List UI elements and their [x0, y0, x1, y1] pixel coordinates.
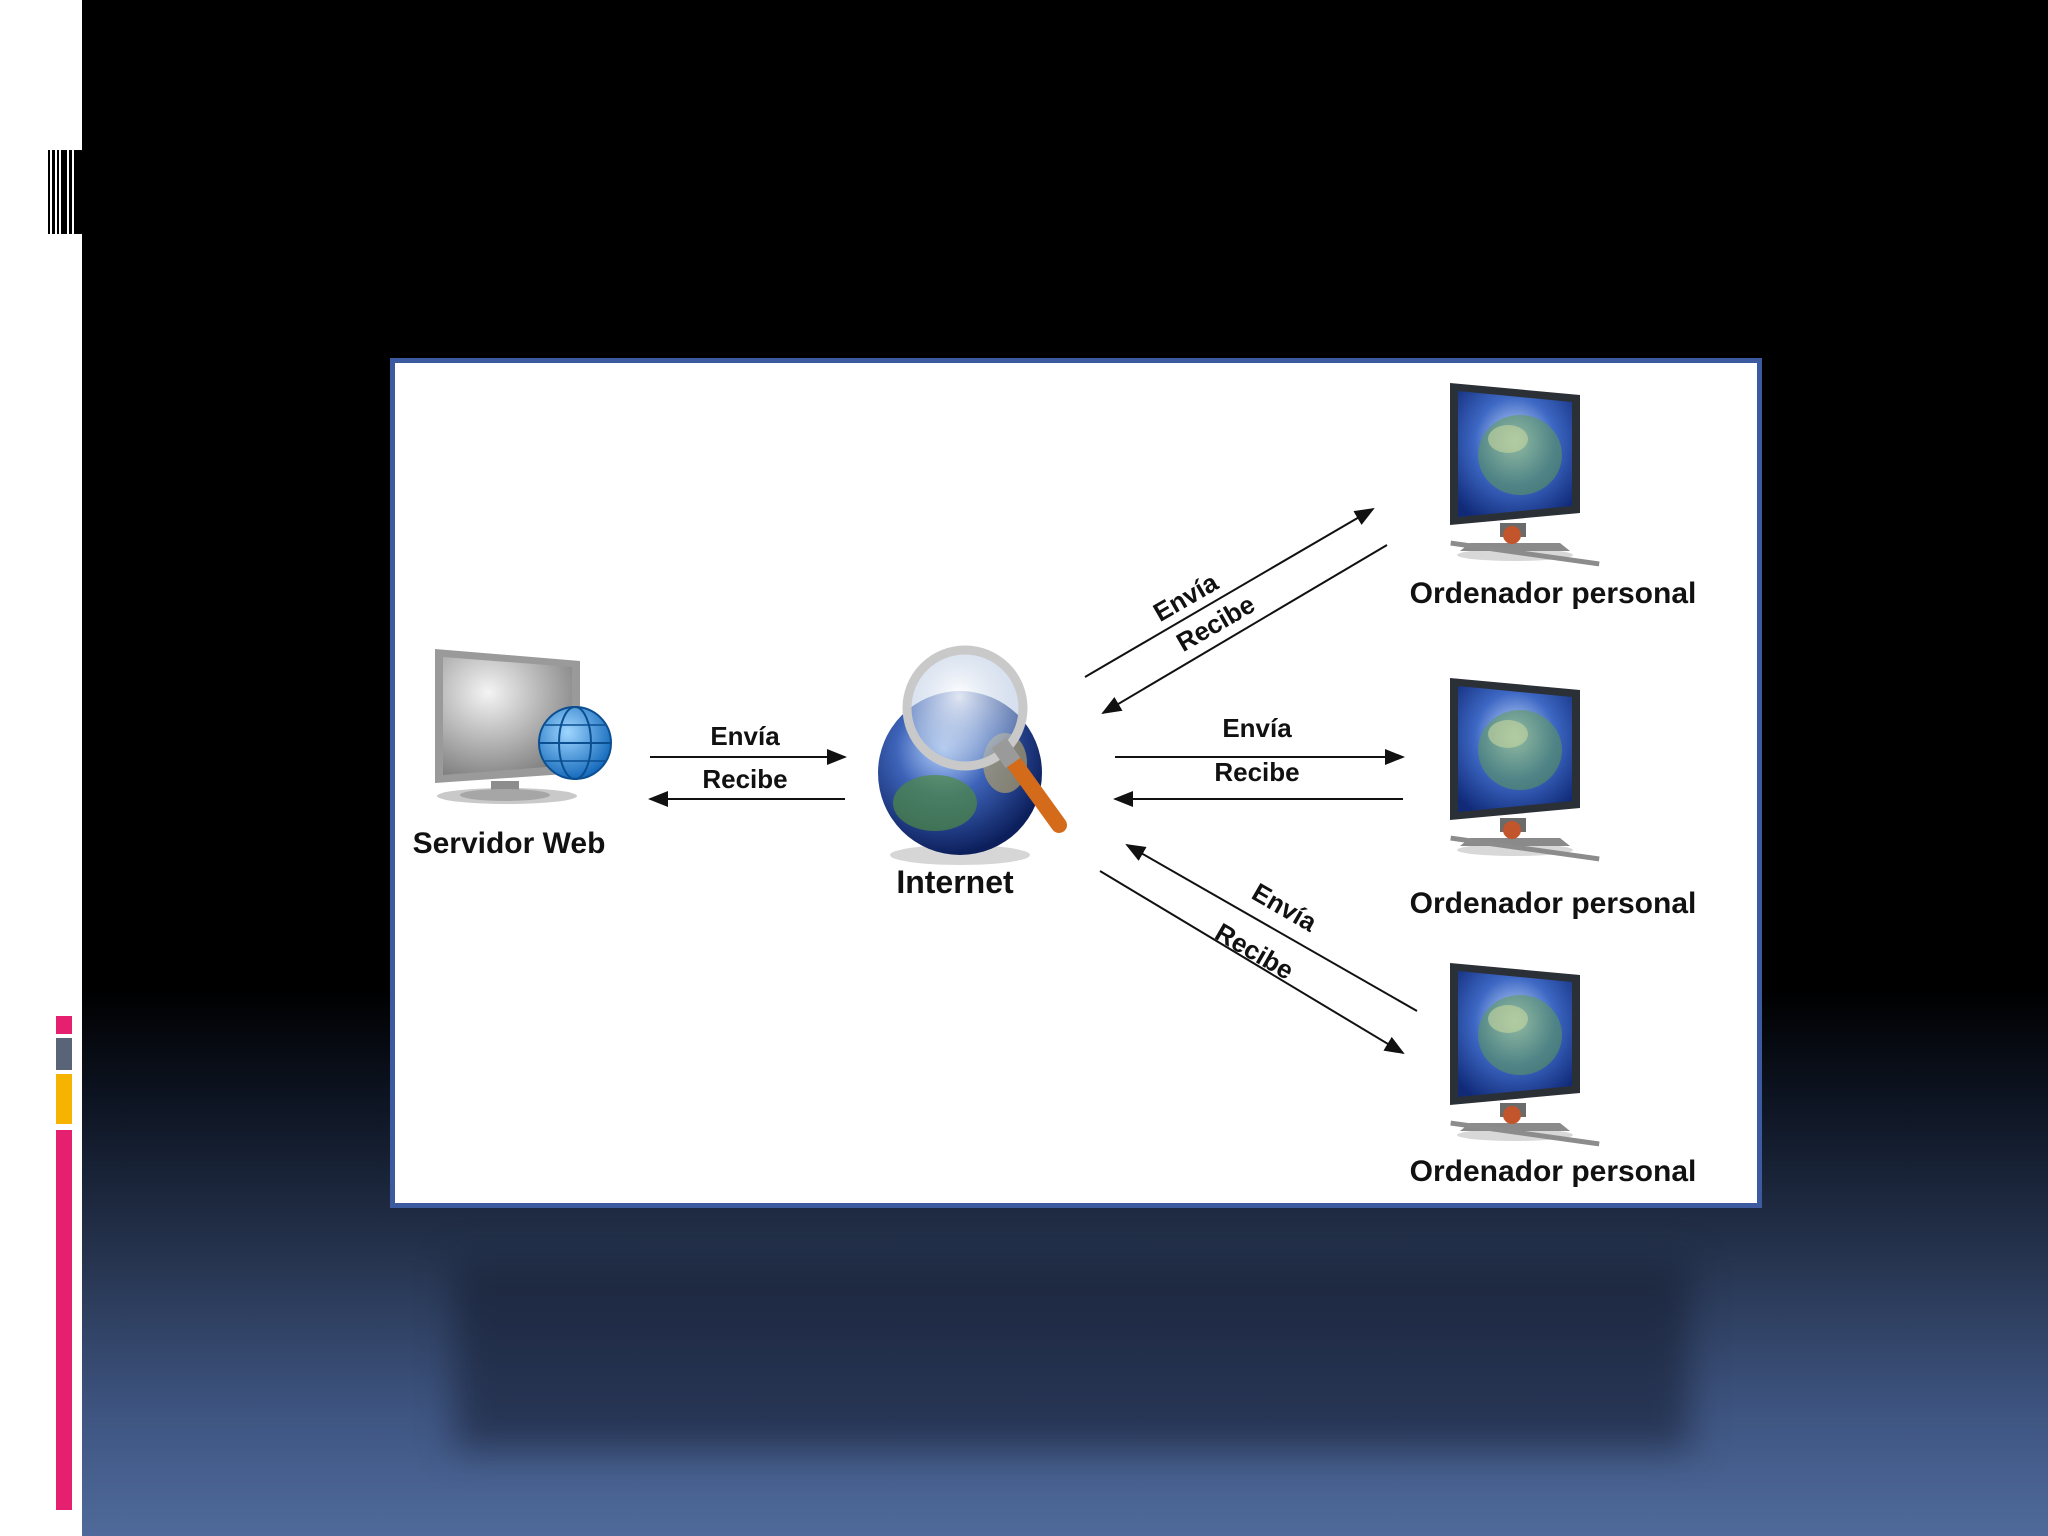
client2-arrows: [1113, 749, 1405, 807]
accent-gray: [56, 1038, 72, 1070]
client2-label: Ordenador personal: [1410, 887, 1697, 920]
server-icon: [435, 649, 612, 804]
barcode-decoration: [48, 150, 82, 234]
accent-yellow: [56, 1074, 72, 1124]
client3-arrows: [1099, 844, 1418, 1055]
accent-pink-long: [56, 1130, 72, 1510]
receive-label-client2: Recibe: [1214, 757, 1299, 787]
client1-arrows: [1084, 507, 1388, 715]
internet-globe-icon: [878, 645, 1067, 865]
client1-computer-icon: [1450, 383, 1600, 567]
left-sidebar-bar: [0, 0, 82, 1536]
send-label-client2: Envía: [1222, 713, 1292, 743]
client2-computer-icon: [1450, 678, 1600, 862]
diagram-image: Servidor Web Internet Envía Recibe Envía…: [390, 358, 1762, 1208]
network-diagram: Servidor Web Internet Envía Recibe Envía…: [413, 383, 1697, 1188]
send-label-server: Envía: [710, 721, 780, 751]
accent-pink-small: [56, 1016, 72, 1034]
diagram-reflection: [455, 1260, 1690, 1450]
receive-label-server: Recibe: [702, 764, 787, 794]
server-label: Servidor Web: [413, 827, 606, 860]
receive-label-client3: Recibe: [1210, 917, 1299, 986]
client1-label: Ordenador personal: [1410, 577, 1697, 610]
internet-label: Internet: [896, 864, 1014, 900]
server-internet-arrows: [648, 749, 847, 807]
client3-computer-icon: [1450, 963, 1600, 1147]
send-label-client3: Envía: [1247, 877, 1323, 938]
client3-label: Ordenador personal: [1410, 1155, 1697, 1188]
